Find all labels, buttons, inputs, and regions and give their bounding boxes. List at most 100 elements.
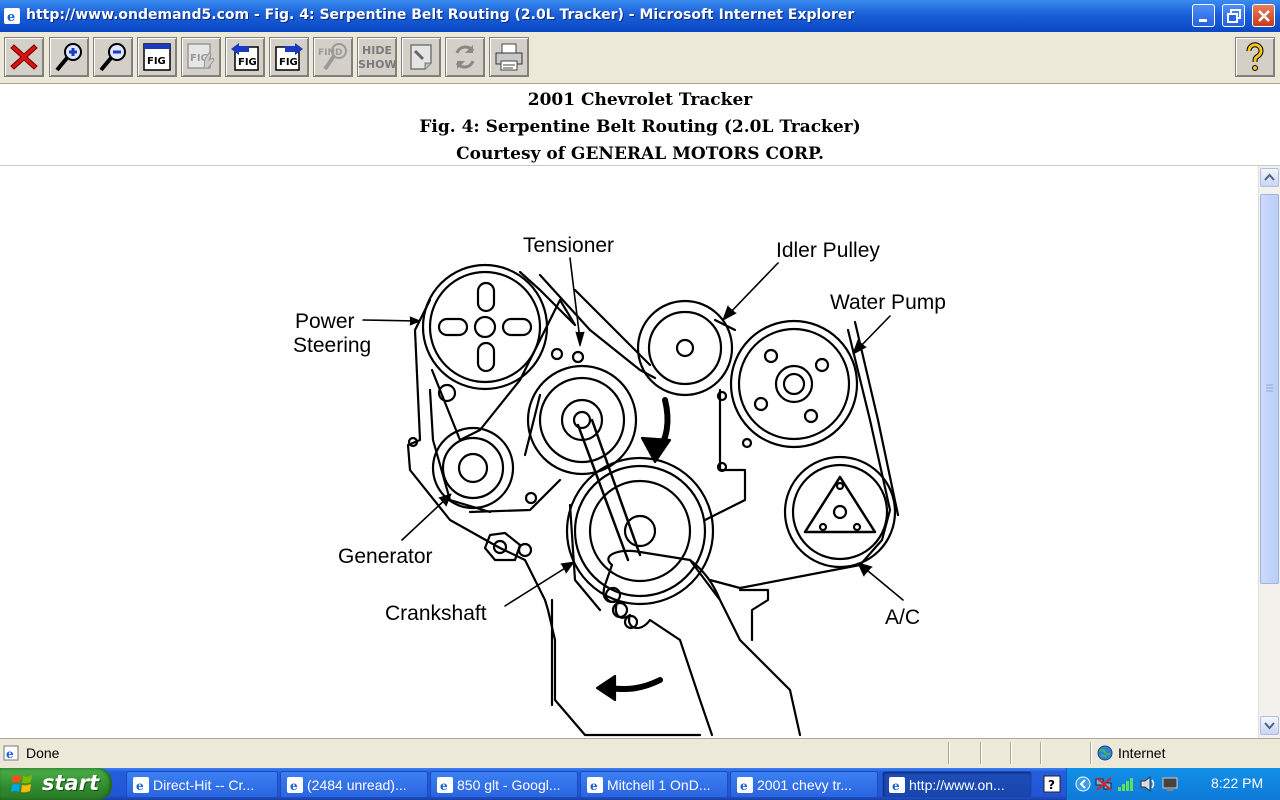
- page-header: 2001 Chevrolet Tracker Fig. 4: Serpentin…: [0, 85, 1280, 166]
- label-generator: Generator: [338, 545, 433, 568]
- scroll-up-button[interactable]: [1260, 168, 1279, 187]
- restore-icon: [1227, 9, 1241, 23]
- title-bar[interactable]: e http://www.ondemand5.com - Fig. 4: Ser…: [0, 0, 1280, 32]
- ie-window-icon: e: [889, 777, 905, 793]
- status-divider: [980, 742, 982, 764]
- hide-show-button[interactable]: HIDE SHOW: [357, 37, 397, 77]
- refresh-button[interactable]: [445, 37, 485, 77]
- svg-text:e: e: [590, 779, 598, 793]
- status-divider: [1090, 742, 1092, 764]
- ie-window-icon: e: [737, 777, 753, 793]
- figure-hand-icon: FIG: [187, 43, 215, 69]
- taskbar-item-label: 850 glt - Googl...: [457, 777, 561, 793]
- help-button[interactable]: [1235, 37, 1275, 77]
- red-x-icon: [10, 44, 38, 70]
- water-pump-pulley: [729, 319, 859, 449]
- taskbar-item-active[interactable]: e http://www.on...: [882, 771, 1032, 798]
- start-button[interactable]: start: [0, 768, 112, 800]
- previous-figure-button[interactable]: FIG: [225, 37, 265, 77]
- clock: 8:22 PM: [1211, 775, 1264, 791]
- idler-pulley: [636, 299, 734, 397]
- crankshaft-pulley: [565, 456, 715, 606]
- taskbar-item[interactable]: e (2484 unread)...: [280, 771, 428, 798]
- ie-window-icon: e: [133, 777, 149, 793]
- next-figure-button[interactable]: FIG: [269, 37, 309, 77]
- network-icon[interactable]: [1095, 776, 1113, 792]
- taskbar-item[interactable]: e 850 glt - Googl...: [430, 771, 578, 798]
- svg-text:?: ?: [1048, 778, 1055, 792]
- tensioner-pulley: [526, 364, 638, 476]
- windows-logo-icon: [11, 775, 32, 793]
- zoom-out-button[interactable]: [93, 37, 133, 77]
- zoom-out-icon: [99, 43, 126, 72]
- notes-button[interactable]: [401, 37, 441, 77]
- svg-text:FIG: FIG: [238, 57, 257, 68]
- volume-icon[interactable]: [1139, 776, 1157, 792]
- taskbar-item[interactable]: e Mitchell 1 OnD...: [580, 771, 728, 798]
- status-text: Done: [26, 745, 60, 761]
- find-button[interactable]: FIND: [313, 37, 353, 77]
- vehicle-title: 2001 Chevrolet Tracker: [527, 90, 753, 110]
- status-bar: e Done Internet: [0, 738, 1280, 768]
- svg-text:e: e: [7, 10, 15, 24]
- svg-text:e: e: [892, 779, 900, 793]
- hide-label: HIDE: [362, 44, 392, 57]
- engine-block-outline: [406, 298, 702, 737]
- taskbar-item[interactable]: e Direct-Hit -- Cr...: [126, 771, 278, 798]
- taskbar-item-label: 2001 chevy tr...: [757, 777, 852, 793]
- internet-globe-icon: [1097, 745, 1113, 761]
- toolbar: FIG FIG FIG FIG FIND HIDE SHOW: [0, 32, 1280, 84]
- label-crankshaft: Crankshaft: [385, 602, 487, 625]
- notes-icon: [410, 44, 432, 70]
- print-button[interactable]: [489, 37, 529, 77]
- window-title: http://www.ondemand5.com - Fig. 4: Serpe…: [26, 7, 855, 23]
- next-figure-icon: FIG: [275, 43, 303, 71]
- svg-text:e: e: [136, 779, 144, 793]
- courtesy-line: Courtesy of GENERAL MOTORS CORP.: [456, 144, 824, 164]
- svg-text:e: e: [6, 747, 14, 761]
- help-tray-icon[interactable]: ?: [1043, 775, 1061, 793]
- scroll-thumb[interactable]: [1260, 194, 1279, 584]
- taskbar-item[interactable]: e 2001 chevy tr...: [730, 771, 878, 798]
- tray-expand-icon[interactable]: [1075, 776, 1091, 792]
- zoom-in-icon: [55, 43, 82, 72]
- figure-hand-button[interactable]: FIG: [181, 37, 221, 77]
- svg-text:FIG: FIG: [279, 57, 298, 68]
- ie-logo-icon: e: [4, 8, 20, 24]
- breaker-bar: [576, 418, 642, 562]
- scroll-down-button[interactable]: [1260, 716, 1279, 735]
- taskbar: start e Direct-Hit -- Cr... e (2484 unre…: [0, 768, 1280, 800]
- svg-text:e: e: [290, 779, 298, 793]
- display-icon[interactable]: [1161, 776, 1179, 792]
- close-x-button[interactable]: [4, 37, 44, 77]
- zone-text: Internet: [1118, 745, 1166, 761]
- close-button[interactable]: [1252, 4, 1275, 27]
- start-label: start: [42, 771, 100, 795]
- close-icon: [1258, 10, 1270, 22]
- ac-pulley: [783, 455, 897, 569]
- printer-icon: [495, 43, 523, 71]
- minimize-icon: [1199, 19, 1207, 22]
- figure-button[interactable]: FIG: [137, 37, 177, 77]
- zoom-in-button[interactable]: [49, 37, 89, 77]
- mechanic-hand: [602, 549, 802, 737]
- vertical-scrollbar[interactable]: [1258, 166, 1280, 738]
- find-label: FIND: [318, 48, 343, 58]
- ie-window-icon: e: [287, 777, 303, 793]
- refresh-icon: [455, 45, 475, 69]
- figure-icon: FIG: [143, 43, 171, 71]
- show-label: SHOW: [358, 58, 397, 71]
- label-idler-pulley: Idler Pulley: [776, 239, 880, 262]
- label-tensioner: Tensioner: [523, 234, 614, 257]
- label-steering: Steering: [293, 334, 371, 357]
- ie-window-icon: e: [437, 777, 453, 793]
- belt-routing-diagram: Tensioner Idler Pulley Water Pump Power …: [293, 234, 946, 737]
- serpentine-belt: [430, 270, 577, 442]
- maximize-button[interactable]: [1222, 4, 1245, 27]
- minimize-button[interactable]: [1192, 4, 1215, 27]
- content-area: Tensioner Idler Pulley Water Pump Power …: [0, 166, 1258, 738]
- label-power: Power: [295, 310, 355, 333]
- grip-icon: [1266, 384, 1273, 392]
- signal-strength-icon[interactable]: [1117, 776, 1135, 792]
